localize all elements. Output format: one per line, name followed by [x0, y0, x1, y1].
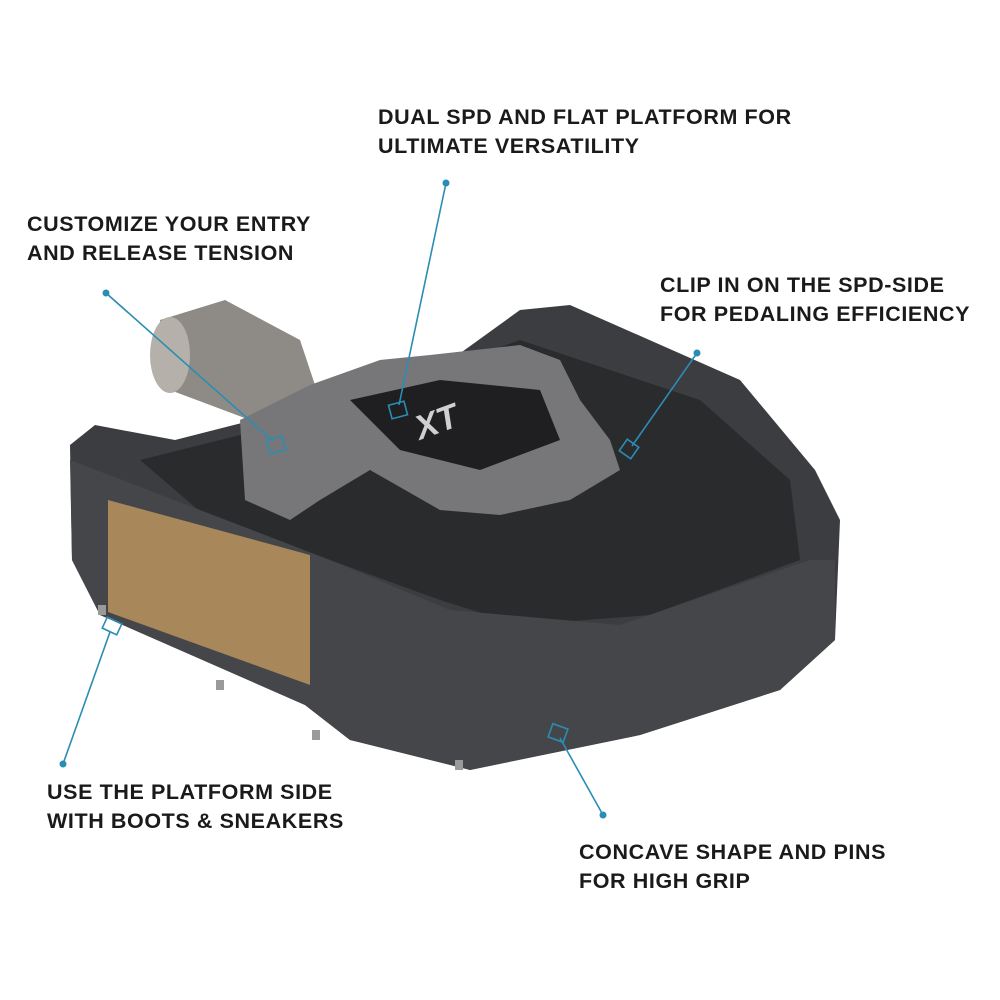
callout-dots [59, 179, 701, 819]
callout-dual-spd: DUAL SPD AND FLAT PLATFORM FOR ULTIMATE … [378, 103, 792, 161]
callout-line-2: WITH BOOTS & SNEAKERS [47, 809, 344, 833]
callout-line-2: AND RELEASE TENSION [27, 241, 295, 265]
callout-line-2: FOR HIGH GRIP [579, 869, 751, 893]
callout-clip-in: CLIP IN ON THE SPD-SIDE FOR PEDALING EFF… [660, 271, 970, 329]
callout-line-1: CONCAVE SHAPE AND PINS [579, 840, 887, 864]
callout-lines [62, 182, 698, 816]
callout-line-1: USE THE PLATFORM SIDE [47, 780, 333, 804]
callout-platform-side: USE THE PLATFORM SIDE WITH BOOTS & SNEAK… [47, 778, 344, 836]
callout-line-1: CLIP IN ON THE SPD-SIDE [660, 273, 945, 297]
platform-front-face [70, 460, 835, 770]
callout-line-1: DUAL SPD AND FLAT PLATFORM FOR [378, 105, 792, 129]
spindle [160, 300, 320, 420]
callout-line-2: ULTIMATE VERSATILITY [378, 134, 640, 158]
callout-line-2: FOR PEDALING EFFICIENCY [660, 302, 971, 326]
callout-concave: CONCAVE SHAPE AND PINS FOR HIGH GRIP [579, 838, 886, 896]
pins [98, 605, 463, 770]
callout-line-1: CUSTOMIZE YOUR ENTRY [27, 212, 311, 236]
callout-tension: CUSTOMIZE YOUR ENTRY AND RELEASE TENSION [27, 210, 311, 268]
spd-clip-center [350, 380, 560, 470]
reflector [108, 500, 310, 685]
